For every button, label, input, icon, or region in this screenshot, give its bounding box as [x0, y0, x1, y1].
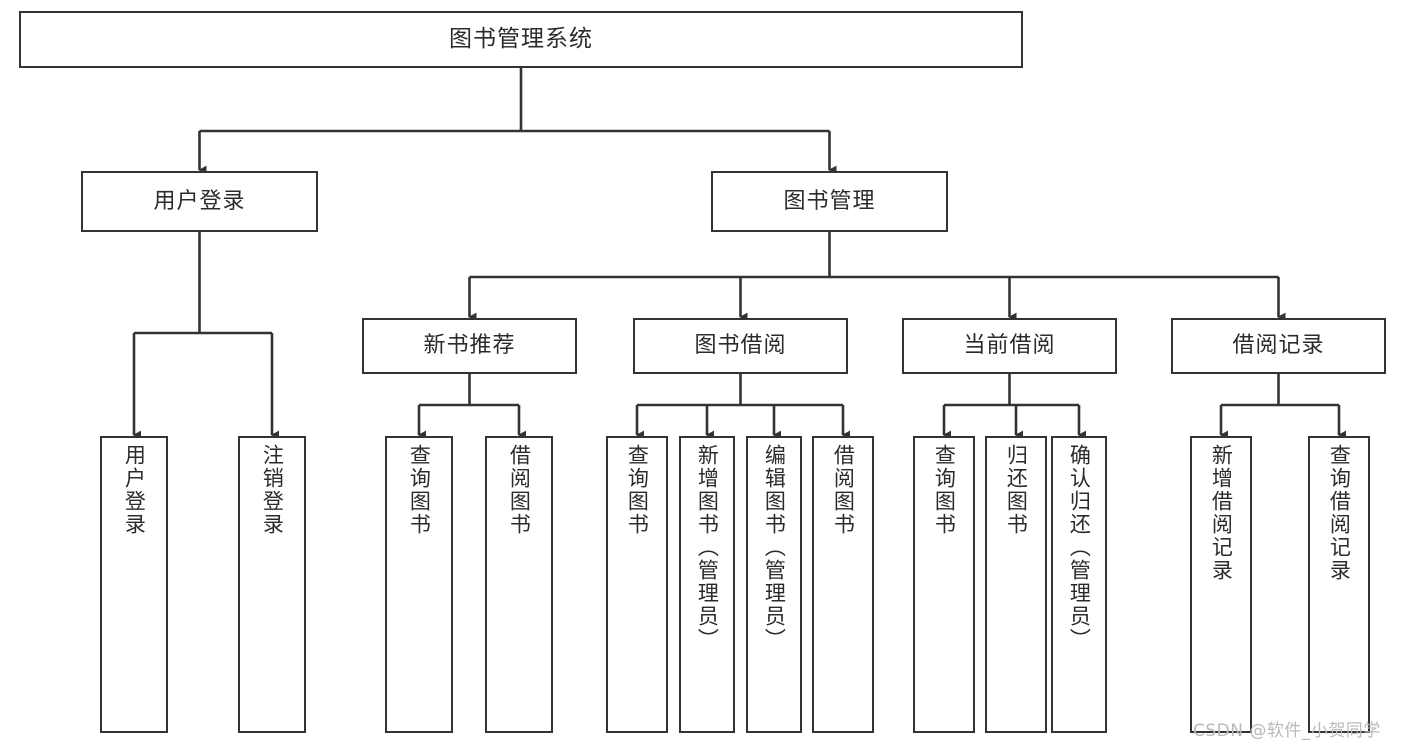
node-l-qbook1[interactable]: 查询图书 [385, 436, 453, 733]
node-l-logout[interactable]: 注销登录 [238, 436, 306, 733]
node-l-editbook[interactable]: 编辑图书（管理员） [746, 436, 802, 733]
node-label: 归还图书 [1004, 444, 1029, 536]
node-label: 查询图书 [625, 444, 650, 536]
node-l-qbook3[interactable]: 查询图书 [913, 436, 975, 733]
node-label: 借阅图书 [507, 444, 532, 536]
node-l-addrec[interactable]: 新增借阅记录 [1190, 436, 1252, 733]
node-l-bbook1[interactable]: 借阅图书 [485, 436, 553, 733]
node-label: 当前借阅 [963, 333, 1056, 359]
node-label: 编辑图书（管理员） [762, 444, 787, 651]
node-l-addbook[interactable]: 新增图书（管理员） [679, 436, 735, 733]
node-l-login[interactable]: 用户登录 [100, 436, 168, 733]
node-label: 新增借阅记录 [1209, 444, 1234, 582]
node-label: 查询借阅记录 [1327, 444, 1352, 582]
node-l-qbook2[interactable]: 查询图书 [606, 436, 668, 733]
node-label: 用户登录 [153, 188, 246, 214]
node-current[interactable]: 当前借阅 [902, 318, 1117, 374]
node-borrow[interactable]: 图书借阅 [633, 318, 848, 374]
node-label: 查询图书 [932, 444, 957, 536]
node-records[interactable]: 借阅记录 [1171, 318, 1386, 374]
node-label: 图书借阅 [694, 333, 787, 359]
node-books[interactable]: 图书管理 [711, 171, 948, 232]
node-label: 借阅记录 [1232, 333, 1325, 359]
node-label: 借阅图书 [831, 444, 856, 536]
node-label: 图书管理 [783, 188, 876, 214]
node-l-qrec[interactable]: 查询借阅记录 [1308, 436, 1370, 733]
node-label: 用户登录 [122, 444, 147, 536]
node-login[interactable]: 用户登录 [81, 171, 318, 232]
node-l-bbook2[interactable]: 借阅图书 [812, 436, 874, 733]
node-label: 新书推荐 [423, 333, 516, 359]
node-l-return[interactable]: 归还图书 [985, 436, 1047, 733]
node-newrec[interactable]: 新书推荐 [362, 318, 577, 374]
node-label: 注销登录 [260, 444, 285, 536]
node-label: 新增图书（管理员） [695, 444, 720, 651]
node-l-confirm[interactable]: 确认归还（管理员） [1051, 436, 1107, 733]
node-label: 确认归还（管理员） [1067, 444, 1092, 651]
node-label: 查询图书 [407, 444, 432, 536]
node-root[interactable]: 图书管理系统 [19, 11, 1023, 68]
node-label: 图书管理系统 [449, 26, 593, 53]
csdn-watermark: CSDN @软件_小贺同学 [1193, 721, 1381, 741]
